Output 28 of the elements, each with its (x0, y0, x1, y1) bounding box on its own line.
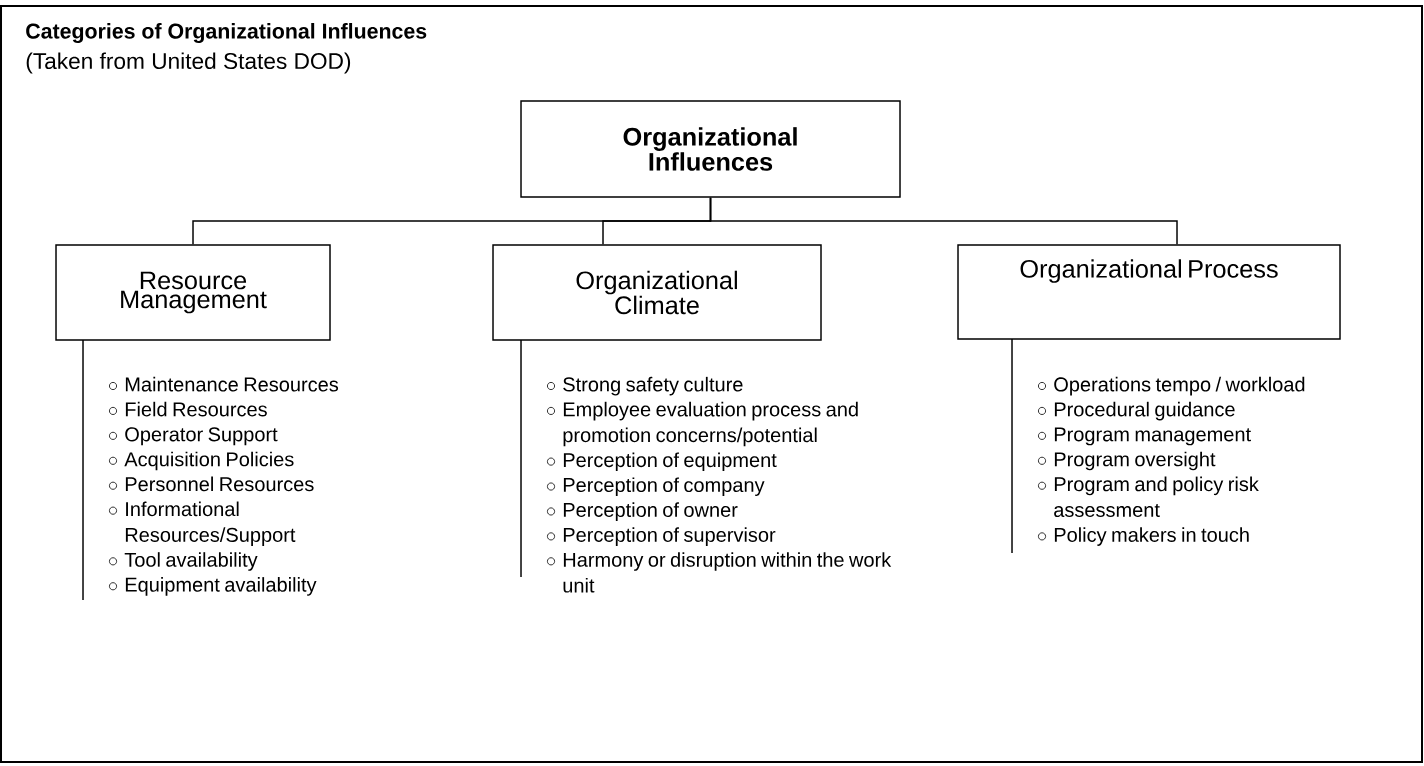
heading-box: Organizational Influences (520, 100, 901, 198)
list-item: Procedural guidance (1038, 401, 1235, 421)
list-item: Personnel Resources (109, 476, 314, 492)
list-item: Perception of company (547, 477, 765, 496)
list-item: Acquisition Policies (109, 451, 294, 471)
category-box: Organizational Process (957, 244, 1341, 340)
list-item: Perception of supervisor (547, 527, 776, 546)
list-item: Program management (1038, 427, 1251, 446)
list-item: Policy makers in touch (1038, 527, 1249, 546)
list-item: Program and policy risk assessment (1038, 476, 1259, 517)
list-item: Strong safety culture (547, 376, 743, 396)
category-box: Resource Management (55, 244, 331, 341)
subtitle: (Taken from United States DOD) (26, 52, 351, 74)
list-item: Operations tempo / workload (1038, 376, 1305, 396)
connector-line (709, 197, 1178, 245)
list-item: Equipment availability (109, 577, 317, 596)
list-item: Tool availability (109, 552, 258, 571)
list-item: Program oversight (1038, 451, 1216, 471)
list-item: Informational Resources/Support (109, 501, 296, 546)
category-box: Organizational Climate (492, 244, 822, 341)
list-item: Employee evaluation process and promotion concerns/potential (547, 401, 858, 447)
list-item: Maintenance Resources (109, 376, 339, 392)
list-item: Harmony or disruption within the work unit (547, 552, 892, 593)
list-item: Operator Support (109, 427, 278, 446)
list-item: Perception of equipment (547, 452, 777, 472)
title: Categories of Organizational Influences (26, 23, 427, 43)
list-item: Perception of owner (547, 502, 738, 521)
list-item: Field Resources (109, 401, 267, 417)
